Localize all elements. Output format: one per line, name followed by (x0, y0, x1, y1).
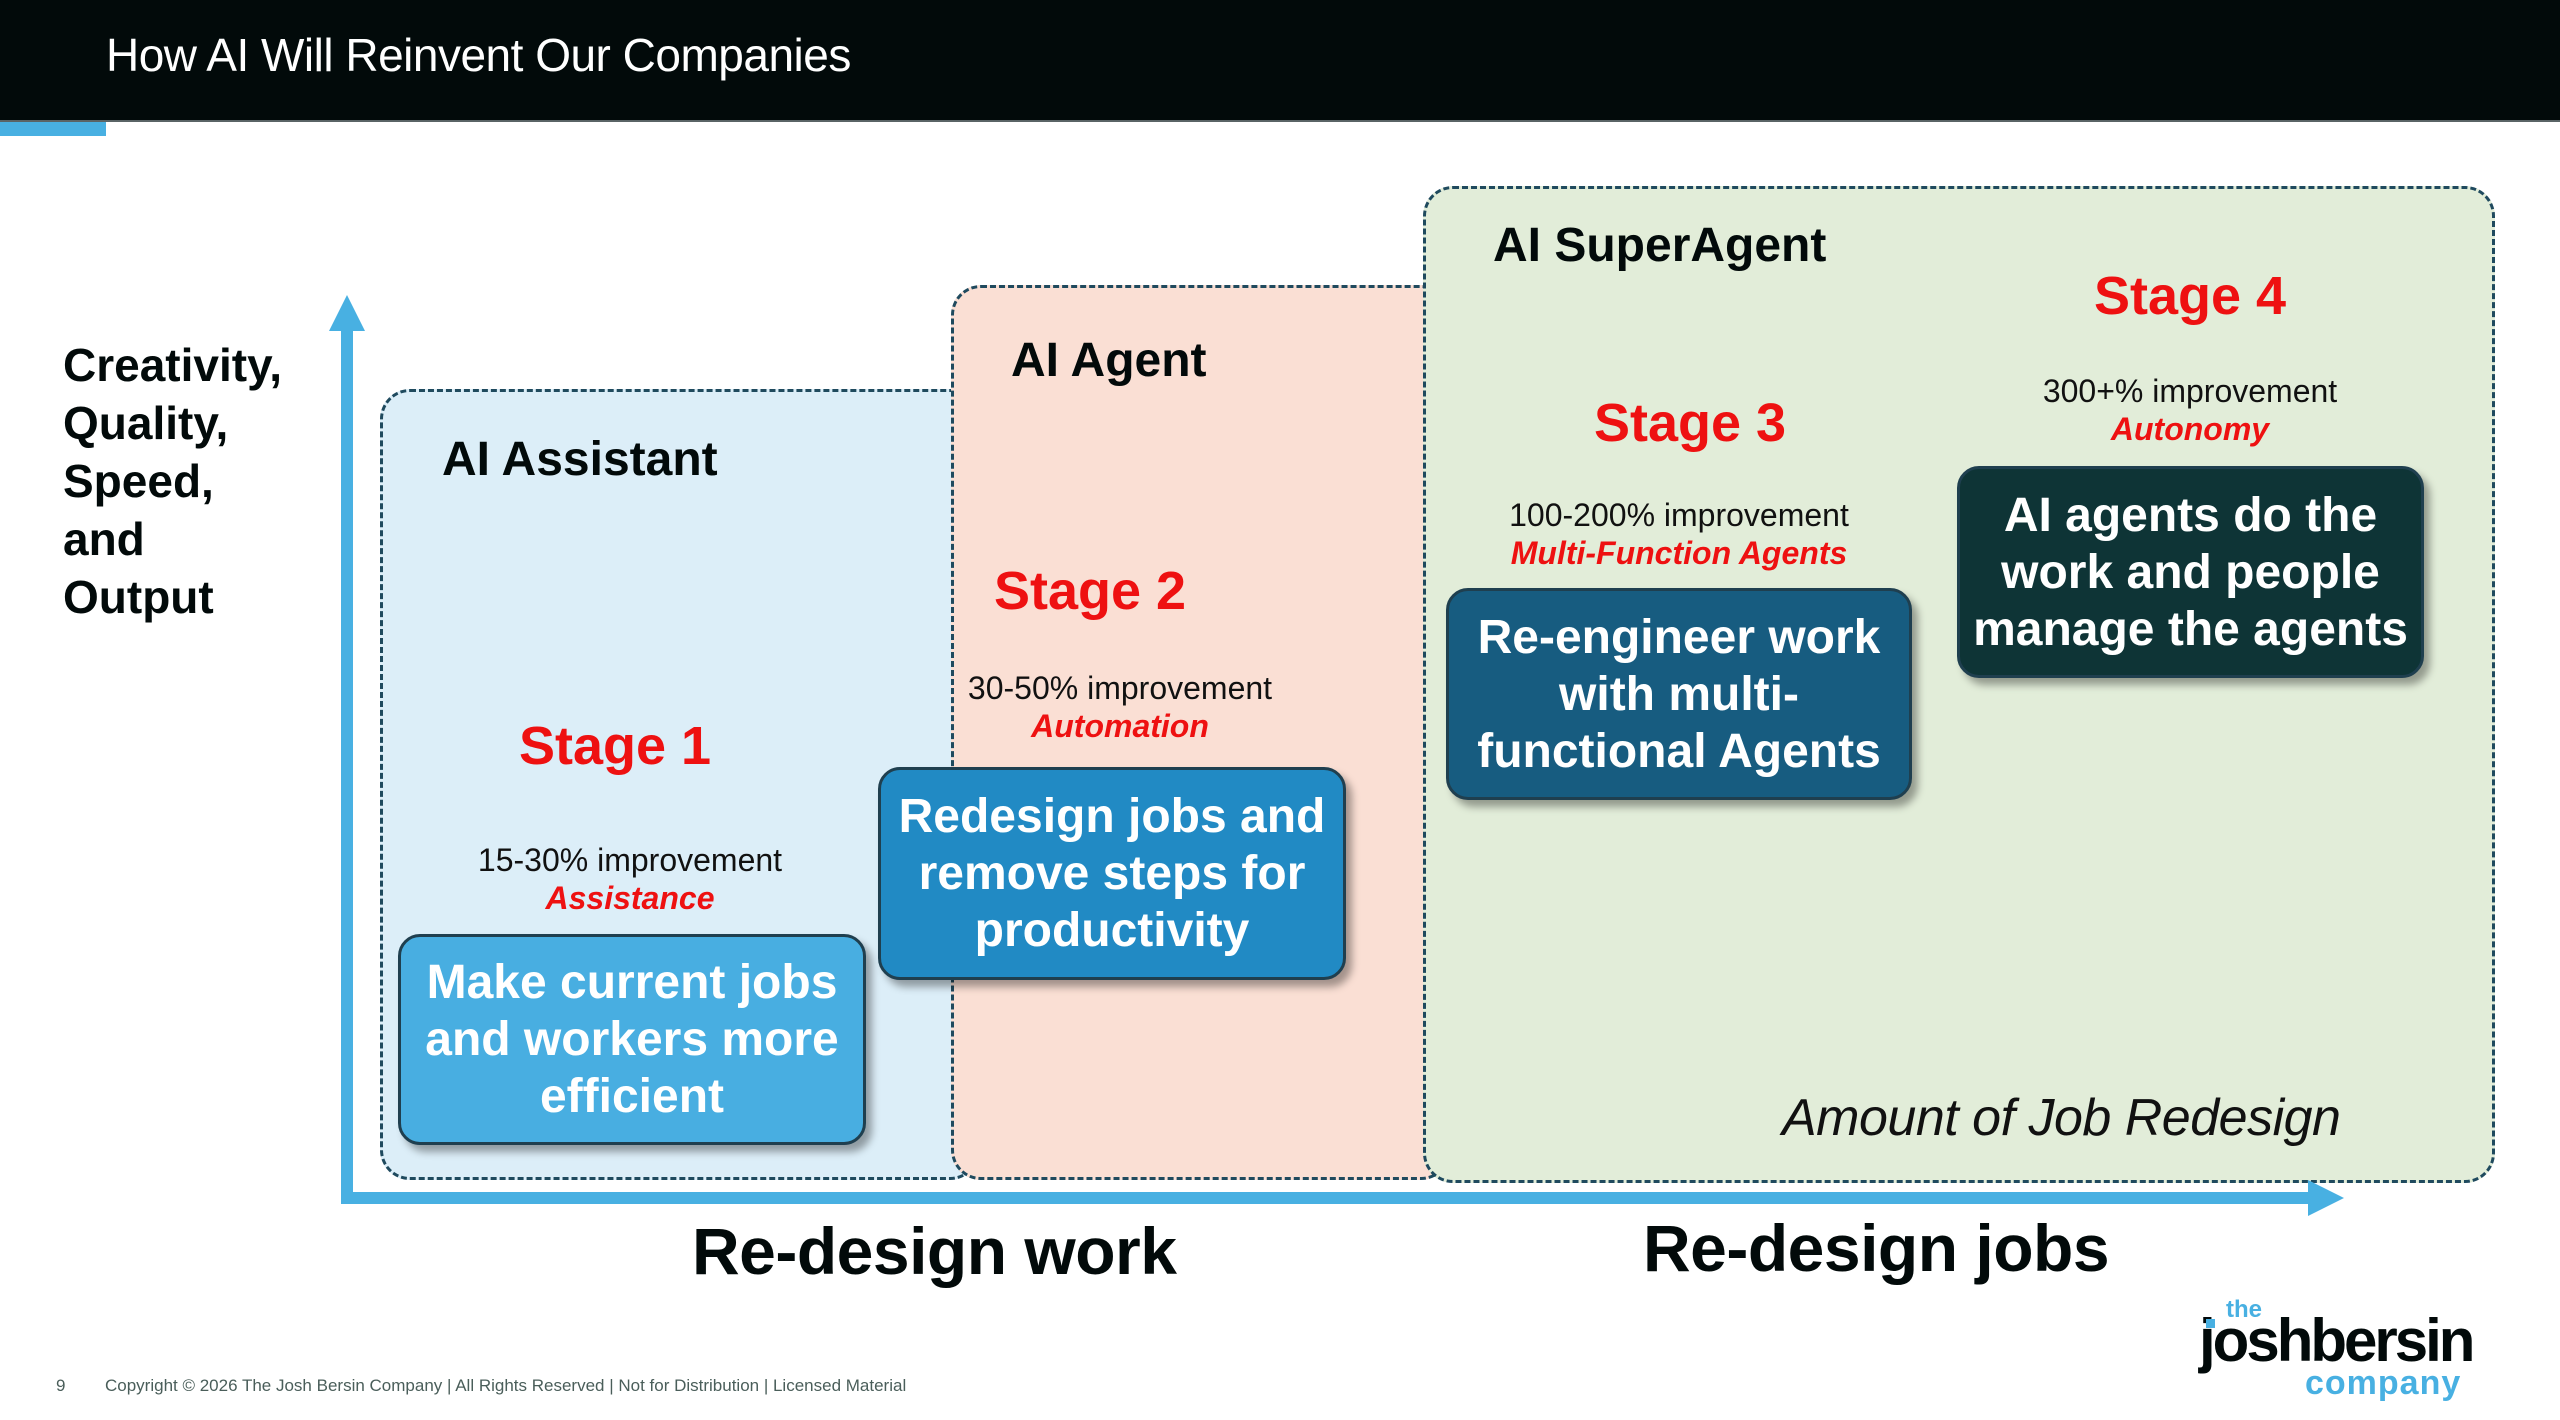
stage-1-label: Stage 1 (518, 716, 712, 776)
stage-4-mode: Autonomy (2110, 411, 2270, 447)
stage-4-card-line: manage the agents (1973, 602, 2408, 656)
stage-1-card-line: Make current jobs (426, 956, 838, 1009)
stage-3-label: Stage 3 (1593, 393, 1787, 453)
title-bar (0, 0, 2560, 122)
stage-4-improvement: 300+% improvement (2042, 373, 2338, 409)
title-accent-bar (0, 122, 106, 136)
stage-2-card-line: remove steps for (918, 847, 1306, 900)
y-axis-label-line: Quality, (63, 397, 229, 449)
stage-4-label: Stage 4 (2093, 266, 2287, 326)
arrow-right-icon (2308, 1180, 2344, 1216)
stage-3-card-line: Re-engineer work (1477, 610, 1881, 664)
zone-title-ai-agent: AI Agent (1011, 334, 1207, 387)
page-number: 9 (56, 1376, 66, 1395)
logo-j-dot-icon (2206, 1319, 2215, 1328)
stage-1-card-line: efficient (539, 1070, 724, 1123)
logo-wordmark: joshbersin (2199, 1307, 2475, 1374)
stage-3-improvement: 100-200% improvement (1509, 497, 1849, 533)
stage-3-mode: Multi-Function Agents (1510, 535, 1848, 571)
y-axis-line (341, 320, 353, 1204)
stage-2-improvement: 30-50% improvement (967, 670, 1273, 706)
stage-1-card: Make current jobs and workers more effic… (398, 934, 866, 1145)
x-axis-label-redesign-jobs: Re-design jobs (1643, 1211, 2110, 1285)
copyright-notice: Copyright © 2026 The Josh Bersin Company… (105, 1376, 907, 1395)
stage-2-label: Stage 2 (993, 561, 1187, 621)
stage-1-improvement: 15-30% improvement (477, 842, 783, 878)
logo-the: the (2226, 1296, 2262, 1323)
y-axis-label-line: Creativity, (63, 339, 283, 391)
zone-title-ai-assistant: AI Assistant (442, 433, 718, 486)
slide-title: How AI Will Reinvent Our Companies (106, 29, 851, 81)
arrow-up-icon (329, 295, 365, 331)
x-axis-label-redesign-work: Re-design work (692, 1214, 1177, 1288)
stage-3-card: Re-engineer work with multi- functional … (1446, 588, 1912, 800)
stage-2-mode: Automation (1031, 708, 1209, 744)
y-axis-label-line: and (63, 513, 145, 565)
stage-1-card-line: and workers more (425, 1013, 839, 1066)
y-axis-label-line: Output (63, 571, 214, 623)
y-axis-label: Creativity, Quality, Speed, and Output (63, 336, 282, 626)
stage-2-card-line: Redesign jobs and (898, 790, 1326, 843)
stage-2-card-line: productivity (974, 904, 1250, 957)
stage-2-card: Redesign jobs and remove steps for produ… (878, 767, 1346, 980)
stage-1-mode: Assistance (545, 880, 715, 916)
logo-company: company (2305, 1364, 2462, 1402)
stage-3-card-line: with multi- (1559, 667, 1799, 721)
x-axis-line (341, 1192, 2321, 1204)
amount-of-job-redesign-label: Amount of Job Redesign (1782, 1089, 2341, 1147)
stage-4-card: AI agents do the work and people manage … (1957, 466, 2424, 678)
stage-4-card-line: work and people (2001, 545, 2380, 599)
y-axis-label-line: Speed, (63, 455, 214, 507)
zone-title-ai-superagent: AI SuperAgent (1493, 219, 1827, 272)
stage-4-card-line: AI agents do the (2003, 488, 2378, 542)
stage-3-card-line: functional Agents (1477, 724, 1881, 778)
